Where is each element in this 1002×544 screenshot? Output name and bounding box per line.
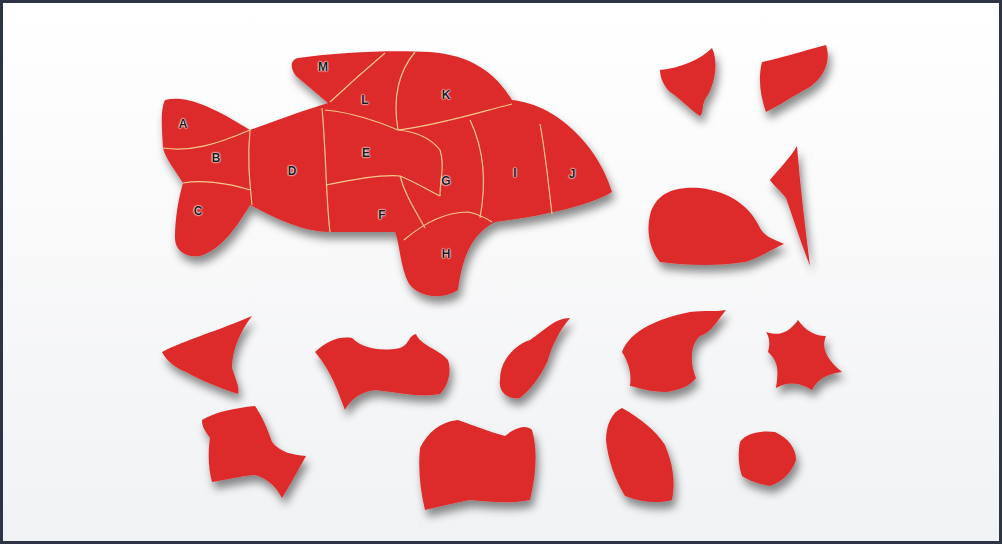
- part-letter: B: [212, 152, 221, 164]
- fish: [162, 51, 612, 296]
- part-letter: K: [442, 89, 451, 101]
- part-letter: M: [318, 61, 328, 73]
- background: [3, 3, 999, 541]
- fish-outline: [162, 51, 612, 296]
- part-letter: C: [194, 205, 203, 217]
- part-letter: J: [569, 168, 576, 180]
- loose-pieces: [162, 45, 842, 510]
- part-letter: L: [361, 94, 368, 106]
- part-letter: D: [288, 165, 297, 177]
- piece-seams: [163, 52, 552, 240]
- part-letter: G: [441, 175, 450, 187]
- part-letter: I: [513, 167, 516, 179]
- part-letter: H: [442, 248, 451, 260]
- part-letter: A: [179, 118, 188, 130]
- part-letter: E: [362, 147, 370, 159]
- part-letter: F: [378, 209, 385, 221]
